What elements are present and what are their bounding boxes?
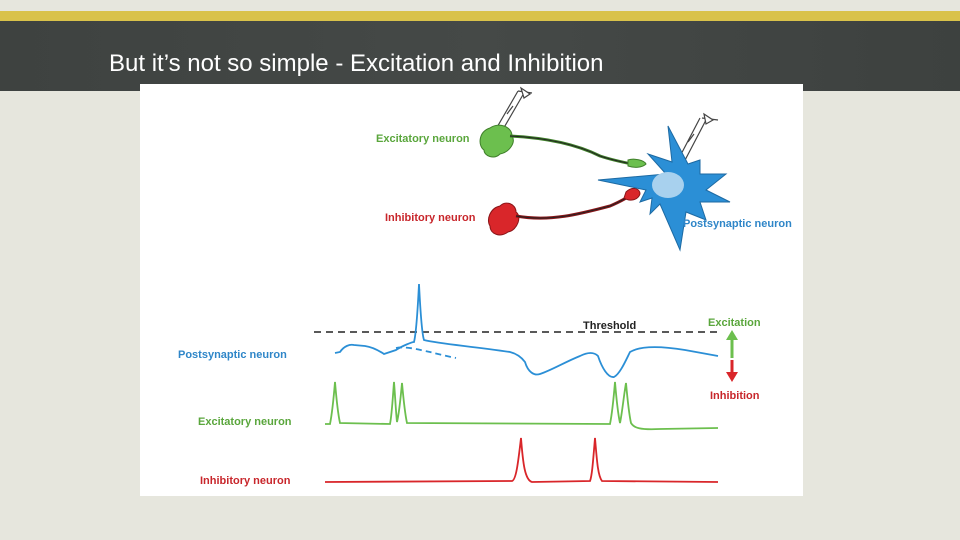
slide-title: But it’s not so simple - Excitation and … xyxy=(109,50,604,77)
trace-label-excitatory: Excitatory neuron xyxy=(198,416,292,428)
label-inhibitory-neuron: Inhibitory neuron xyxy=(385,212,476,224)
postsynaptic-trace-dashed xyxy=(395,346,457,359)
trace-label-inhibitory: Inhibitory neuron xyxy=(200,475,291,487)
label-excitatory-neuron: Excitatory neuron xyxy=(376,133,470,145)
trace-label-postsynaptic: Postsynaptic neuron xyxy=(178,349,287,361)
electrode-excitatory xyxy=(495,86,533,132)
accent-bar xyxy=(0,11,960,21)
postsynaptic-trace xyxy=(334,283,719,378)
inhibitory-neuron-cell xyxy=(487,187,641,236)
inhibitory-trace xyxy=(324,437,719,483)
electrode-postsynaptic xyxy=(676,112,719,165)
excitatory-trace xyxy=(325,381,719,431)
neuron-figure: Excitatory neuron Inhibitory neuron Post… xyxy=(140,84,803,496)
excitatory-neuron-cell xyxy=(479,124,647,168)
inhibition-arrow xyxy=(726,360,738,382)
neuron-diagram: Excitatory neuron Inhibitory neuron Post… xyxy=(178,86,792,487)
excitation-label: Excitation xyxy=(708,317,761,329)
title-banner xyxy=(0,21,960,91)
postsynaptic-neuron-cell xyxy=(597,125,731,252)
threshold-label: Threshold xyxy=(583,320,636,332)
label-postsynaptic-neuron: Postsynaptic neuron xyxy=(683,218,792,230)
inhibition-label: Inhibition xyxy=(710,390,760,402)
excitation-arrow xyxy=(726,330,738,358)
